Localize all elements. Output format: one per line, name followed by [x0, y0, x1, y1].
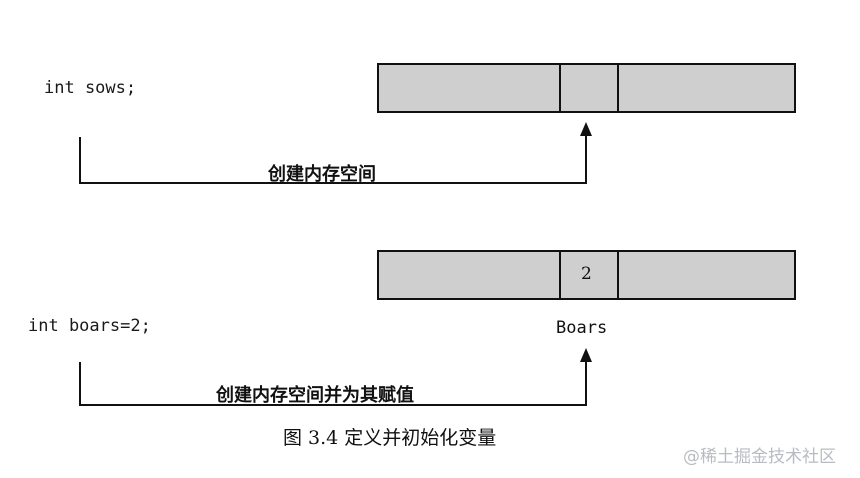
memory-block-sows: [377, 63, 796, 113]
memory-block-boars: 2: [377, 250, 796, 300]
memory-cell: [379, 252, 561, 298]
memory-cell-sows: [559, 65, 619, 111]
arrow-head-sows: [580, 122, 592, 136]
declaration-sows: int sows;: [44, 78, 137, 98]
arrow-head-boars: [580, 348, 592, 362]
memory-cell-boars: 2: [559, 252, 619, 298]
connector-line-sows: [79, 133, 587, 184]
declaration-boars: int boars=2;: [28, 316, 151, 336]
connector-line-boars: [79, 359, 587, 406]
memory-cell: [379, 65, 561, 111]
memory-cell: [617, 252, 794, 298]
variable-label-boars: Boars: [556, 318, 608, 338]
watermark: @稀土掘金技术社区: [683, 447, 836, 467]
figure-title: 图 3.4 定义并初始化变量: [283, 427, 497, 449]
memory-cell: [617, 65, 794, 111]
caption-create-and-assign: 创建内存空间并为其赋值: [216, 385, 414, 406]
cell-value: 2: [581, 264, 592, 284]
caption-create-memory: 创建内存空间: [268, 164, 376, 185]
